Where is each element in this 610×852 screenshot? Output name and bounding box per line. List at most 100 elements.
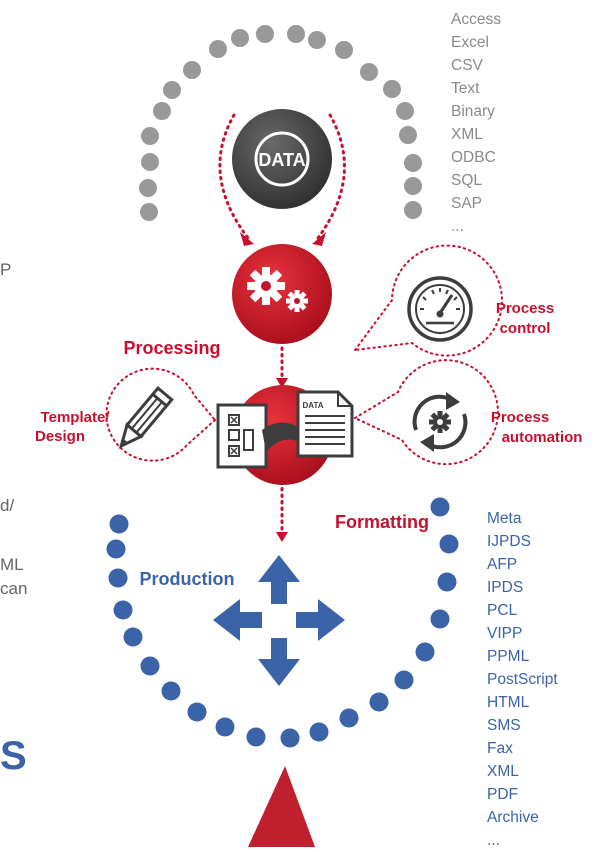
template-doc-icon [216,403,268,469]
arc-dot [404,201,422,219]
clipped-text-fragment: ML [0,555,24,574]
four-way-arrows-icon [213,555,345,686]
arc-dot [309,722,329,742]
input-dot-arc [139,25,422,221]
output-format-item: IJPDS [487,533,531,550]
arc-dot [396,102,414,120]
arc-dot [415,642,435,662]
processing-label: Processing [123,338,220,358]
input-format-list: Access Excel CSV Text Binary XML ODBC SQ… [451,8,501,238]
arc-dot [163,81,181,99]
output-format-item: HTML [487,694,530,711]
data-flow-right-arrow [316,113,346,240]
output-format-item: PostScript [487,671,558,688]
process-automation-bubble [352,359,499,466]
arc-dot [430,497,450,517]
arc-dot [335,41,353,59]
arrowhead-down-1 [276,378,288,388]
output-format-item: Archive [487,809,539,826]
arc-dot [141,127,159,145]
arc-dot [439,534,459,554]
arc-dot [108,568,128,588]
data-doc-label: DATA [302,401,323,410]
arc-dot [383,80,401,98]
arc-dot [246,727,266,747]
arc-dot [141,153,159,171]
input-format-item: Access [451,11,501,28]
output-format-item: VIPP [487,625,523,642]
pencil-icon [118,386,174,449]
process-automation-label-line2: automation [502,429,583,446]
arc-dot [287,25,305,43]
pyramid-icon [248,766,315,847]
template-label-line1: Template/ [41,409,111,426]
processing-node [232,244,332,344]
template-design-bubble [105,367,217,462]
output-format-item: SMS [487,717,521,734]
input-format-item: ODBC [451,149,496,166]
arc-dot [187,702,207,722]
arc-dot [153,102,171,120]
arc-dot [109,514,129,534]
output-format-item: Meta [487,510,522,527]
process-control-label-line1: Process [496,300,554,317]
output-format-item: Fax [487,740,513,757]
arc-dot [140,656,160,676]
arc-dot [161,681,181,701]
clipped-text-fragment: can [0,579,28,598]
formatting-label: Formatting [335,512,429,532]
output-format-item: XML [487,763,519,780]
data-disc-icon: DATA [232,109,332,209]
arc-dot [183,61,201,79]
input-format-item: SAP [451,195,483,212]
data-disc-label: DATA [258,150,305,170]
output-format-item: PCL [487,602,518,619]
arc-dot [215,717,235,737]
cycle-gear-icon [412,392,468,452]
speedometer-icon [407,276,473,342]
output-format-item: AFP [487,556,518,573]
input-format-item: CSV [451,57,483,74]
production-label: Production [140,569,235,589]
arc-dot [113,600,133,620]
input-format-item: Excel [451,34,489,51]
clipped-text-fragment: d/ [0,496,15,515]
process-automation-label-line1: Process [491,409,549,426]
arc-dot [339,708,359,728]
output-format-item: PPML [487,648,530,665]
arc-dot [308,31,326,49]
data-doc-icon: DATA [296,390,354,458]
input-format-item: ... [451,218,464,235]
process-control-label-line2: control [500,320,551,337]
arc-dot [139,179,157,197]
input-format-item: XML [451,126,483,143]
input-format-item: Text [451,80,480,97]
output-format-item: PDF [487,786,518,803]
clipped-text-fragment: S [0,734,27,778]
arc-dot [430,609,450,629]
data-flow-left-arrow [218,113,250,240]
arc-dot [123,627,143,647]
output-format-list: Meta IJPDS AFP IPDS PCL VIPP PPML PostSc… [487,507,558,852]
arc-dot [256,25,274,43]
input-format-item: Binary [451,103,495,120]
arrowhead-down-2 [276,532,288,542]
clipped-text-fragment: P [0,260,12,279]
output-format-item: IPDS [487,579,524,596]
arrowhead-right [312,232,326,246]
arc-dot [209,40,227,58]
gears-icon [247,267,308,312]
arc-dot [399,126,417,144]
arc-dot [404,177,422,195]
arrowhead-left [240,232,254,246]
arc-dot [280,728,300,748]
arc-dot [437,572,457,592]
output-format-item: ... [487,832,500,849]
arc-dot [394,670,414,690]
arc-dot [369,692,389,712]
arc-dot [231,29,249,47]
output-dot-arc [106,497,459,748]
template-label-line2: Design [35,428,85,445]
input-format-item: SQL [451,172,483,189]
